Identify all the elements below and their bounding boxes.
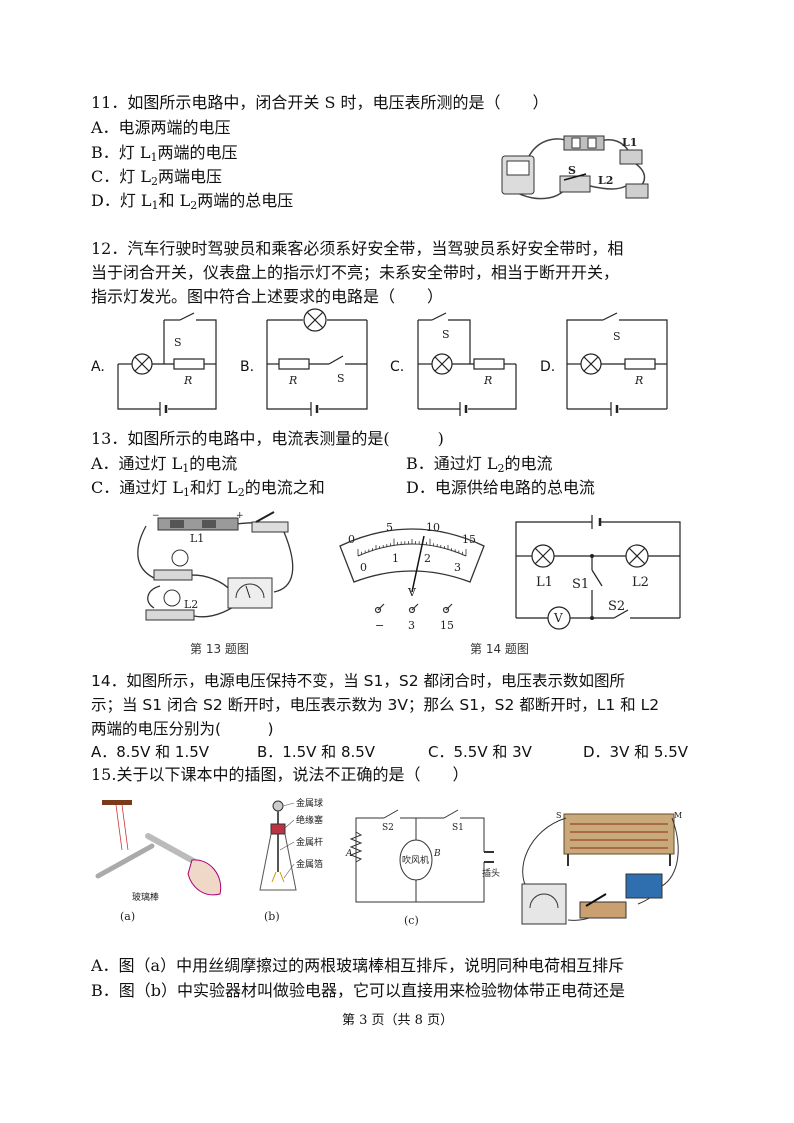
q14-option-c: C．5.5V 和 3V [428,743,532,761]
q14-fig-l2: L2 [632,575,649,590]
q11-fig-s: S [568,164,576,177]
q15-stem: 15.关于以下课本中的插图，说法不正确的是（ ） [91,765,469,784]
q14-meter-unit: V [407,586,417,599]
q12-label-d: D. [540,359,556,375]
q13-option-c: C．通过灯 L1和灯 L2的电流之和 [91,478,325,499]
q14-bottom-tick-2: 2 [424,552,431,565]
q14-top-tick-5: 5 [386,521,393,534]
q13-option-b: B．通过灯 L2的电流 [406,454,553,475]
q14-terminal-15: 15 [440,619,454,632]
q12-line1: 12．汽车行驶时驾驶员和乘客必须系好安全带，当驾驶员系好安全带时，相 [91,239,624,258]
q14-option-b: B．1.5V 和 8.5V [257,743,376,761]
q14-top-tick-0: 0 [348,533,355,546]
q12-a-resistor-label: R [183,374,192,387]
q14-voltmeter-dial: 0 5 10 15 0 1 2 3 V − 3 15 [339,521,485,632]
q15-c-plug: 插头 [482,867,500,879]
q14-figure-caption: 第 14 题图 [470,642,529,656]
svg-text:−: − [152,511,160,521]
q11-fig-l2: L2 [598,174,613,187]
q13-option-d: D．电源供给电路的总电流 [406,478,595,497]
q11-option-d: D．灯 L1和 L2两端的总电压 [91,191,294,212]
q15-c-a: A [345,849,353,859]
q12-b-switch-label: S [337,372,345,385]
q13-figure-caption: 第 13 题图 [190,642,249,656]
q12-label-b: B. [240,359,255,375]
q15-figure-d: S M [521,811,682,925]
q14-option-d: D．3V 和 5.5V [583,743,689,761]
q14-top-tick-10: 10 [426,521,440,534]
q15-c-s2: S2 [382,823,394,833]
q12-circuit-d: S R [566,312,668,416]
q15-b-label-1: 绝缘塞 [296,814,323,826]
page-footer: 第 3 页（共 8 页） [342,1013,454,1028]
q15-b-label-3: 金属箔 [296,858,323,870]
q12-label-a: A. [91,359,105,375]
q15-figure-c: S2 S1 A B 吹风机 插头 (c) [345,809,500,927]
q12-circuit-a: S R [117,312,217,416]
q14-bottom-tick-3: 3 [454,561,461,574]
q14-fig-s1: S1 [572,577,589,592]
q15-a-caption: (a) [120,910,135,923]
q12-circuit-b: R S [266,308,368,416]
q11-option-a: A．电源两端的电压 [91,118,231,137]
q12-circuit-c: S R [417,312,517,416]
q12-c-resistor-label: R [483,374,492,387]
q12-d-switch-label: S [613,330,621,343]
q11-stem: 11．如图所示电路中，闭合开关 S 时，电压表所测的是（ ） [91,93,549,112]
q12-label-c: C. [390,359,405,375]
q14-line1: 14．如图所示，电源电压保持不变，当 S1，S2 都闭合时，电压表示数如图所 [91,672,625,690]
q13-fig-l1: L1 [190,532,204,545]
q15-c-motor: 吹风机 [402,854,429,866]
q14-fig-l1: L1 [536,575,553,590]
q13-circuit-figure: − + L1 L2 [137,511,294,621]
q14-line2: 示；当 S1 闭合 S2 断开时，电压表示数为 3V；那么 S1，S2 都断开时… [91,696,660,714]
q14-terminal-minus: − [375,619,384,632]
q15-d-m: M [674,811,682,820]
q15-b-label-0: 金属球 [296,797,323,809]
q12-a-switch-label: S [174,336,182,349]
q14-fig-voltmeter: V [553,611,563,625]
q11-option-b: B．灯 L1两端的电压 [91,143,238,164]
q15-b-label-2: 金属杆 [296,836,323,848]
q11-option-c: C．灯 L2两端电压 [91,167,222,188]
q15-a-rod-label: 玻璃棒 [132,891,159,903]
q12-line3: 指示灯发光。图中符合上述要求的电路是（ ） [91,287,444,306]
q15-c-s1: S1 [452,823,464,833]
q14-bottom-tick-1: 1 [392,552,399,565]
q15-figure-a: 玻璃棒 (a) [95,800,222,923]
q14-line3: 两端的电压分别为( ) [91,720,274,738]
q12-d-resistor-label: R [634,374,643,387]
q13-fig-l2: L2 [184,598,198,611]
q14-bottom-tick-0: 0 [360,561,367,574]
q15-option-a: A．图（a）中用丝绸摩擦过的两根玻璃棒相互排斥，说明同种电荷相互排斥 [91,956,625,975]
q15-d-s: S [556,811,561,820]
q14-fig-s2: S2 [608,599,625,614]
q14-top-tick-15: 15 [462,533,476,546]
q15-option-b: B．图（b）中实验器材叫做验电器，它可以直接用来检验物体带正电荷还是 [91,981,626,1000]
q15-b-caption: (b) [264,910,280,923]
q12-line2: 当于闭合开关，仪表盘上的指示灯不亮；未系安全带时，相当于断开开关， [91,263,620,282]
q15-c-caption: (c) [404,914,419,927]
q13-stem: 13．如图所示的电路中，电流表测量的是( ) [91,429,444,448]
q13-option-a: A．通过灯 L1的电流 [91,454,238,475]
q14-terminal-3: 3 [408,619,415,632]
q12-b-resistor-label: R [288,374,297,387]
q11-circuit-photo: L1 L2 S [501,135,649,200]
q15-c-b: B [433,849,441,859]
q15-figure-b: 金属球 绝缘塞 金属杆 金属箔 (b) [259,797,323,923]
q11-fig-l1: L1 [622,136,637,149]
q14-option-a: A．8.5V 和 1.5V [91,743,210,761]
svg-text:+: + [236,511,244,521]
q12-c-switch-label: S [442,328,450,341]
q14-circuit-diagram: L1 L2 S1 S2 V [515,515,681,630]
